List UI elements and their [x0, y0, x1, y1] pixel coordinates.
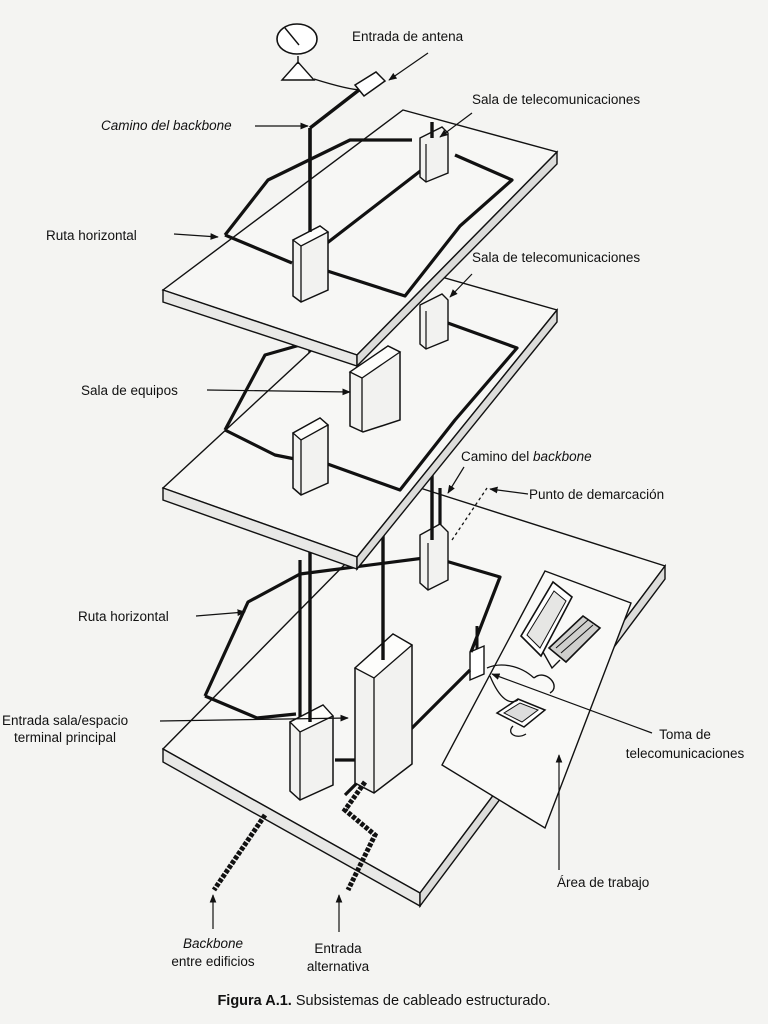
label-backbone-path-middle-italic: backbone: [533, 449, 592, 464]
label-inter-building-backbone-italic: Backbone: [182, 936, 244, 951]
label-equipment-room: Sala de equipos: [81, 383, 178, 398]
label-alternate-entrance-line1: Entrada: [314, 941, 362, 956]
figure-caption-text: Subsistemas de cableado estructurado.: [291, 993, 551, 1009]
label-telecom-room-middle: Sala de telecomunicaciones: [472, 250, 641, 265]
figure-caption: Figura A.1. Subsistemas de cableado estr…: [0, 993, 768, 1009]
label-backbone-path-top-italic: backbone: [173, 118, 232, 133]
entrance-cables: [211, 780, 379, 892]
label-antenna-entrance: Entrada de antena: [352, 29, 464, 44]
label-demarcation-point: Punto de demarcación: [529, 487, 665, 502]
label-horizontal-route-bottom: Ruta horizontal: [78, 609, 169, 624]
workstation: [486, 580, 602, 737]
label-backbone-path-top-prefix: Camino del: [101, 118, 174, 133]
label-entrance-room-line2: terminal principal: [14, 730, 117, 745]
antenna: [276, 23, 387, 98]
label-telecom-outlet-line2: telecomunicaciones: [625, 746, 745, 761]
label-horizontal-route-top: Ruta horizontal: [46, 228, 137, 243]
middle-floor-equipment: [291, 293, 449, 496]
label-inter-building-backbone-line2: entre edificios: [171, 954, 255, 969]
label-alternate-entrance-line2: alternativa: [306, 959, 370, 974]
top-floor-equipment: [291, 126, 449, 303]
label-telecom-outlet-line1: Toma de: [659, 727, 711, 742]
demarcation-line: [451, 487, 488, 541]
label-inter-building-backbone-line1: Backbone: [153, 935, 273, 952]
label-entrance-room-line1: Entrada sala/espacio: [2, 713, 129, 728]
label-work-area: Área de trabajo: [557, 875, 650, 890]
label-backbone-path-middle: Camino del backbone: [461, 448, 592, 465]
figure-number: Figura A.1.: [217, 993, 292, 1009]
label-backbone-path-middle-prefix: Camino del: [461, 449, 534, 464]
top-floor: [161, 109, 559, 368]
leader-arrows: [159, 52, 653, 932]
label-backbone-path-top: Camino del backbone: [101, 117, 232, 134]
ground-floor-equipment: [288, 523, 449, 801]
label-telecom-room-top: Sala de telecomunicaciones: [472, 92, 641, 107]
